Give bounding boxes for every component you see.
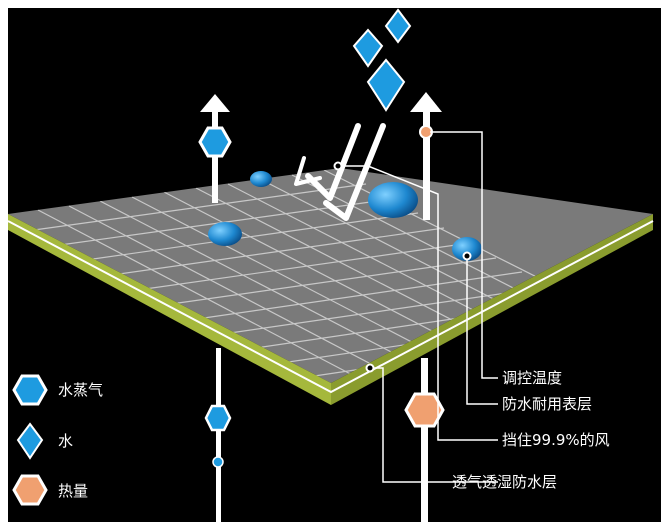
water-bead <box>452 237 482 261</box>
legend-heat-hexagon-icon <box>12 474 48 506</box>
water-bead <box>208 222 242 246</box>
vapor-column-top <box>198 94 232 203</box>
heat-column-bottom <box>404 358 445 522</box>
leader-lines <box>338 131 498 483</box>
heat-hexagon-icon <box>404 392 445 428</box>
water-bead <box>250 171 272 187</box>
water-bead <box>368 182 418 218</box>
deflection-arrows <box>294 123 386 221</box>
vapor-dot <box>212 456 224 468</box>
water-drop-icon <box>366 58 406 112</box>
membrane-edge-left <box>8 214 331 405</box>
up-arrow-icon <box>200 94 230 112</box>
legend-label-water: 水 <box>58 432 73 450</box>
legend: 水蒸气 水 热量 <box>12 374 103 506</box>
legend-label-heat: 热量 <box>58 482 88 500</box>
callout-durable-surface: 防水耐用表层 <box>502 395 592 413</box>
diagram-canvas: 调控温度 防水耐用表层 挡住99.9%的风 透气透湿防水层 水蒸气 水 热量 <box>8 8 661 522</box>
callout-wind-block: 挡住99.9%的风 <box>502 431 610 449</box>
legend-vapor-hexagon-icon <box>12 374 48 406</box>
leader-dots <box>333 161 472 373</box>
legend-label-vapor: 水蒸气 <box>58 381 103 399</box>
callout-membrane: 透气透湿防水层 <box>452 473 557 491</box>
legend-water-drop-icon <box>16 422 44 460</box>
fabric-layers <box>8 168 654 405</box>
falling-drops <box>352 8 412 112</box>
callout-temperature: 调控温度 <box>502 369 562 387</box>
water-beads <box>208 171 482 261</box>
vapor-hexagon-icon <box>204 404 232 432</box>
fabric-diagram: 调控温度 防水耐用表层 挡住99.9%的风 透气透湿防水层 水蒸气 水 热量 <box>8 8 654 522</box>
water-drop-icon <box>352 28 384 68</box>
fabric-surface <box>8 168 653 383</box>
membrane-edge-right <box>331 214 653 405</box>
water-drop-icon <box>384 8 412 44</box>
up-arrow-icon <box>410 92 442 112</box>
vapor-column-bottom <box>204 348 232 522</box>
vapor-hexagon-icon <box>198 126 232 158</box>
